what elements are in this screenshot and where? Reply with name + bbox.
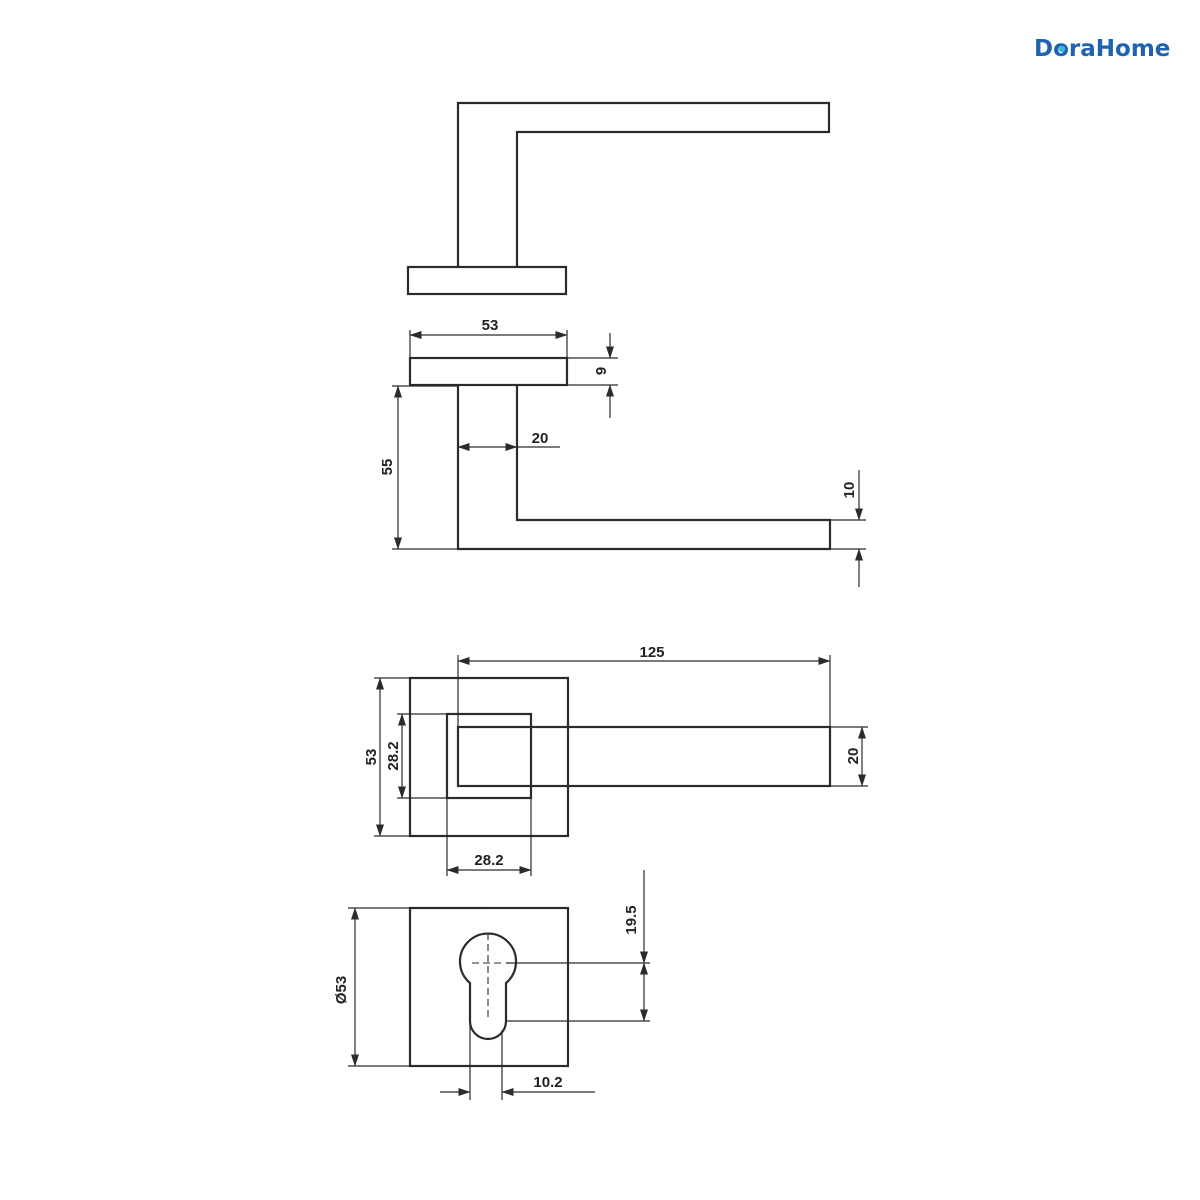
dim-keyhole-width: 10.2 [533, 1074, 562, 1091]
keyhole-outline [458, 932, 518, 1041]
dim-rose-thickness: 9 [593, 367, 610, 375]
dim-lever-thickness: 10 [841, 482, 858, 499]
lever-bar [456, 725, 832, 788]
rose-outline-top [406, 265, 568, 296]
dim-lever-width: 20 [845, 748, 862, 765]
escutcheon-view: Ø53 19.5 10.2 [333, 870, 650, 1100]
dim-inner-square-width: 28.2 [474, 852, 503, 869]
lever-front-view: 125 53 28.2 20 28.2 [363, 644, 868, 876]
dim-inner-square-height: 28.2 [385, 741, 402, 770]
brand-logo-text: DoraHome [1034, 36, 1170, 62]
dim-rose-width: 53 [482, 317, 499, 334]
dim-lever-length: 125 [639, 644, 664, 661]
brand-logo: DoraHome [1034, 36, 1170, 62]
dim-lever-projection: 55 [379, 459, 396, 476]
lever-outline-top [456, 101, 831, 268]
inner-square [445, 712, 533, 800]
dim-escutcheon-size: Ø53 [333, 976, 350, 1004]
logo-dot-icon [1058, 45, 1066, 53]
dim-keyhole-offset: 19.5 [623, 905, 640, 934]
rose-square [408, 676, 570, 838]
lever-side-view-dimensioned: 53 9 55 20 10 [379, 317, 866, 587]
lever-outline [456, 386, 832, 551]
lever-side-view-top [406, 101, 831, 296]
rose-outline [408, 356, 569, 387]
escutcheon-plate [408, 906, 570, 1068]
dim-rose-square: 53 [363, 749, 380, 766]
dim-neck-width: 20 [532, 430, 549, 447]
